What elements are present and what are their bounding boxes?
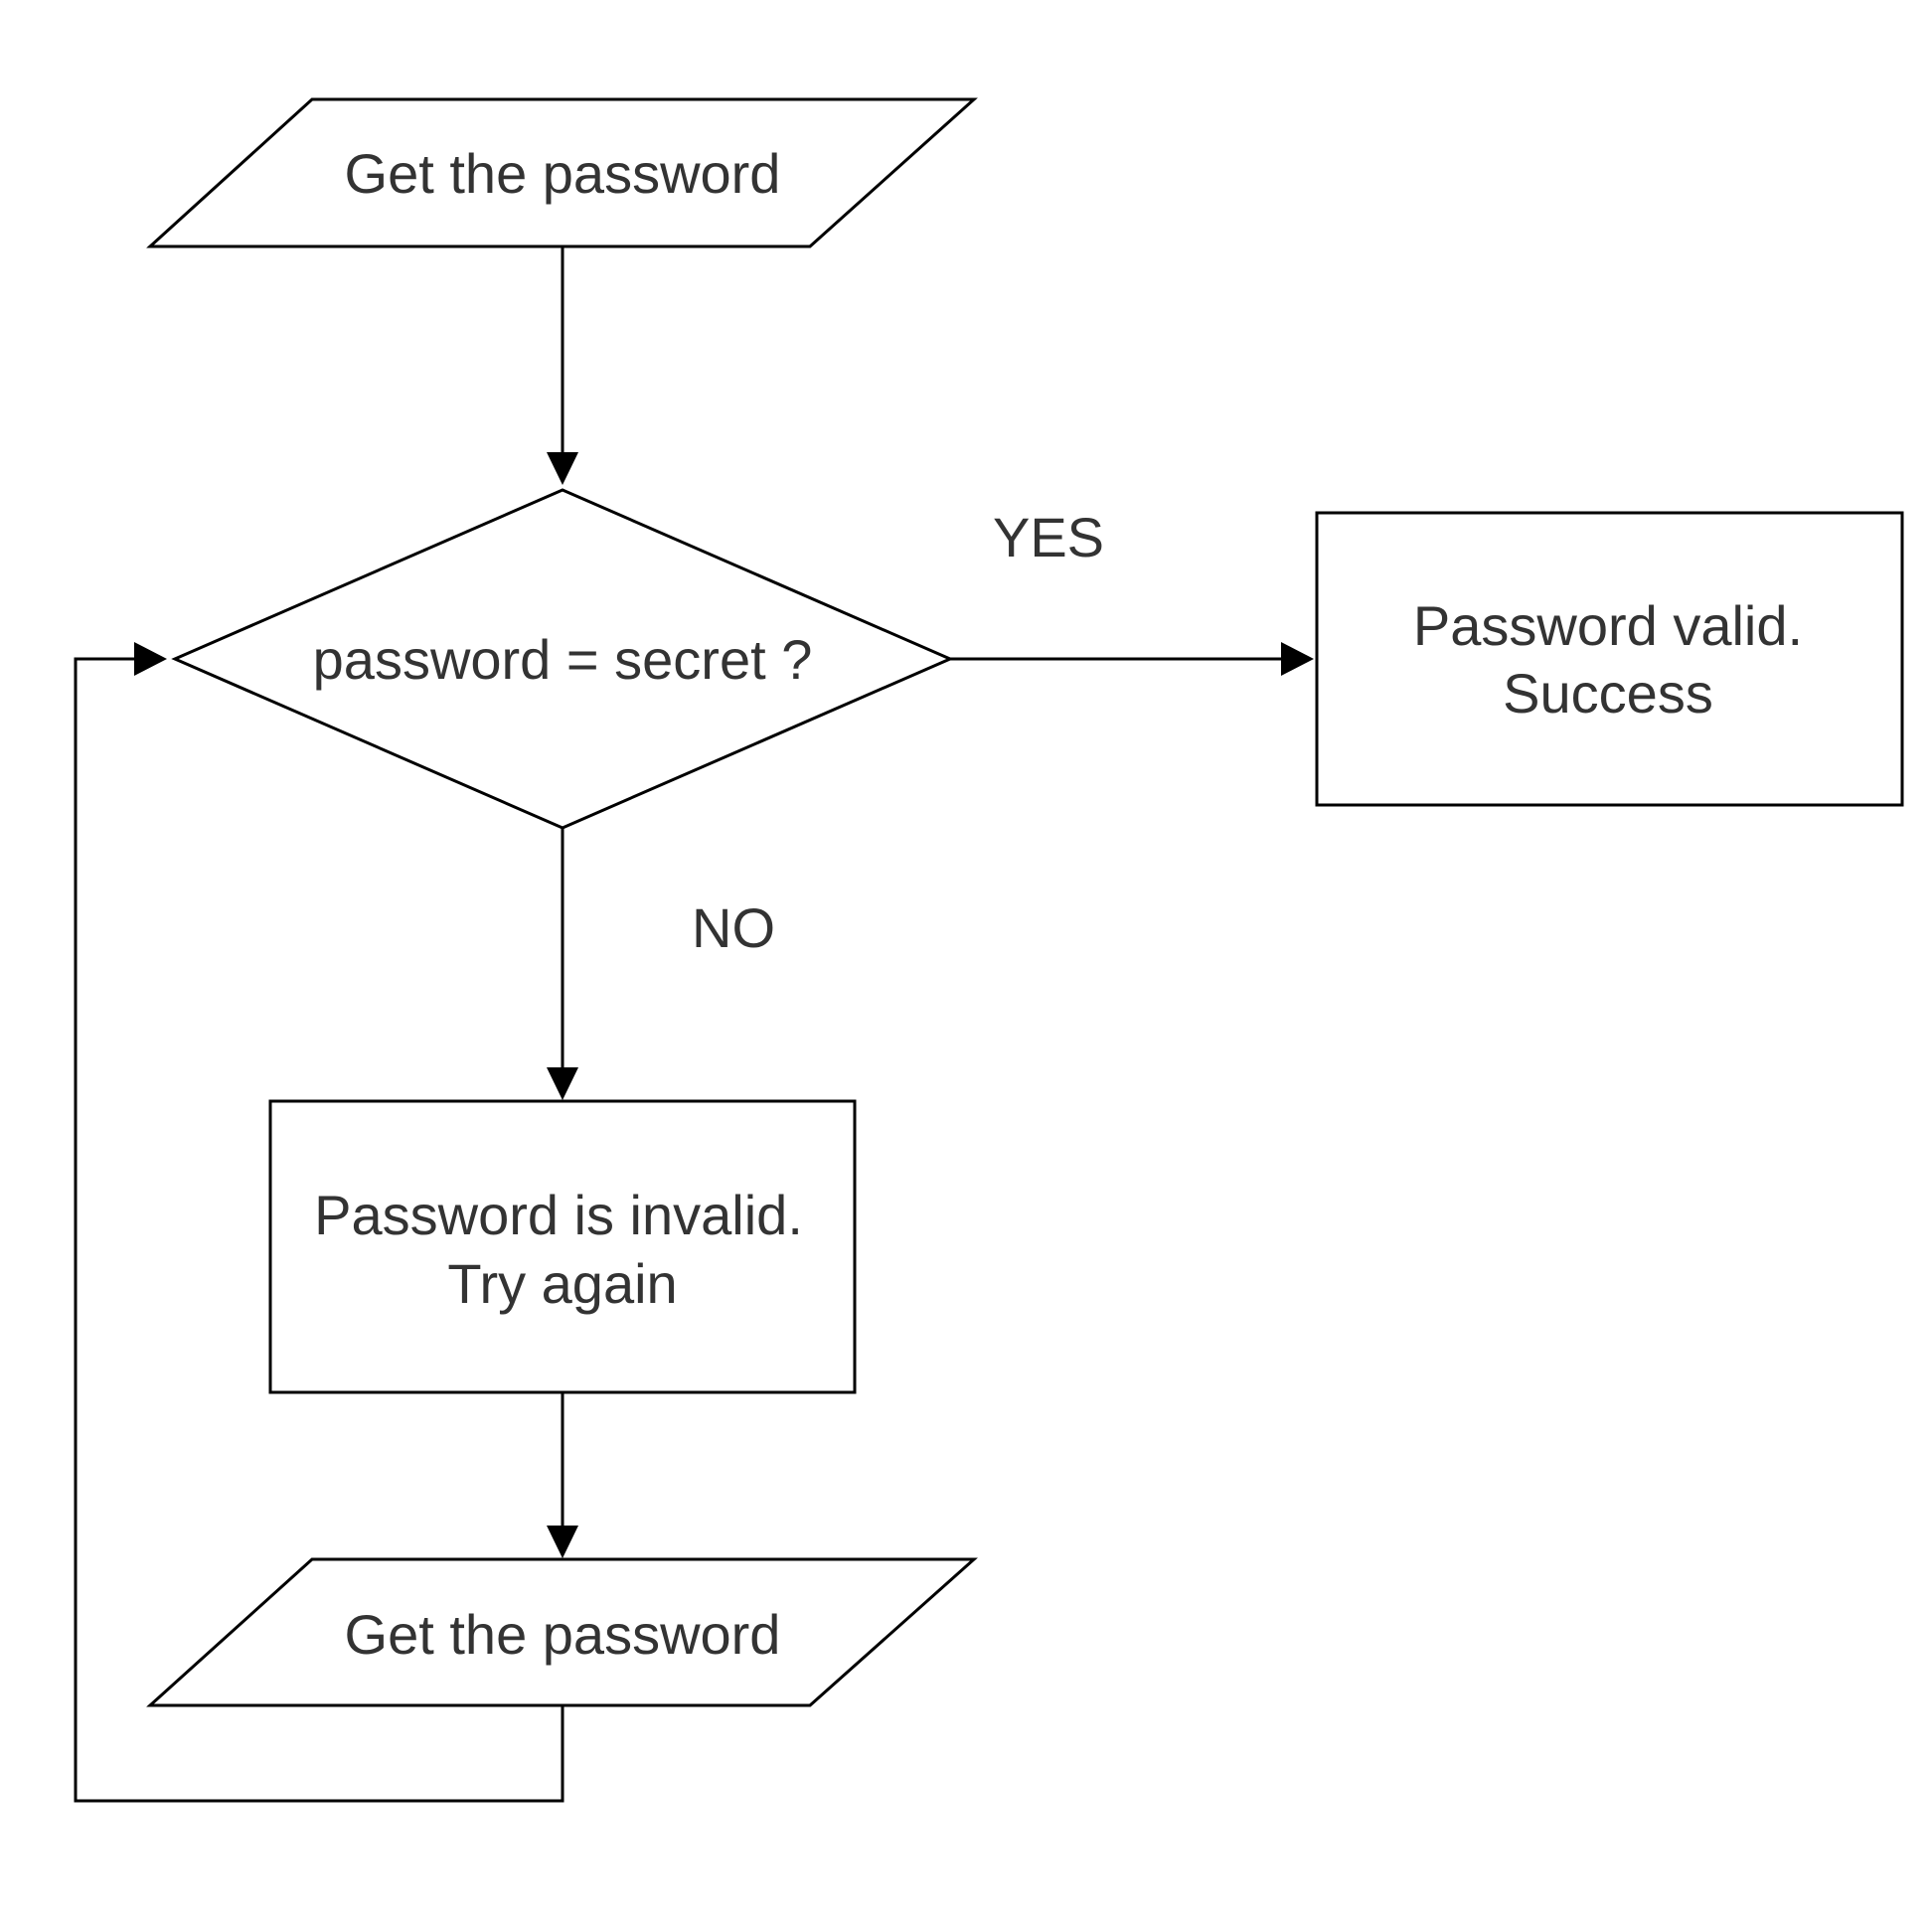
- success-node: Password valid. Success: [1315, 511, 1904, 807]
- diamond-shape: [171, 488, 954, 830]
- edge-loop-back: [74, 657, 564, 1803]
- parallelogram-shape: [146, 1557, 978, 1707]
- input-node-top-label: Get the password: [345, 142, 781, 205]
- arrowhead-decision-yes: [1281, 642, 1314, 676]
- arrowhead-loop-back: [134, 642, 167, 676]
- invalid-node-label-line2: Try again: [447, 1252, 677, 1315]
- arrowhead-decision-no: [547, 1067, 578, 1100]
- no-branch-label: NO: [692, 896, 775, 959]
- rectangle-shape: [1315, 511, 1904, 807]
- invalid-node: Password is invalid. Try again: [268, 1099, 857, 1394]
- decision-node: password = secret ?: [171, 488, 954, 830]
- invalid-node-label-line1: Password is invalid.: [314, 1184, 803, 1246]
- success-node-label-line1: Password valid.: [1413, 594, 1803, 657]
- input-node-bottom-label: Get the password: [345, 1603, 781, 1666]
- decision-node-label: password = secret ?: [313, 628, 813, 691]
- arrowhead-invalid-to-input: [547, 1526, 578, 1558]
- arrowhead-input-to-decision: [547, 452, 578, 485]
- input-node-top: Get the password: [146, 97, 978, 248]
- yes-branch-label: YES: [993, 506, 1104, 568]
- rectangle-shape: [268, 1099, 857, 1394]
- input-node-bottom: Get the password: [146, 1557, 978, 1707]
- parallelogram-shape: [146, 97, 978, 248]
- success-node-label-line2: Success: [1503, 662, 1713, 724]
